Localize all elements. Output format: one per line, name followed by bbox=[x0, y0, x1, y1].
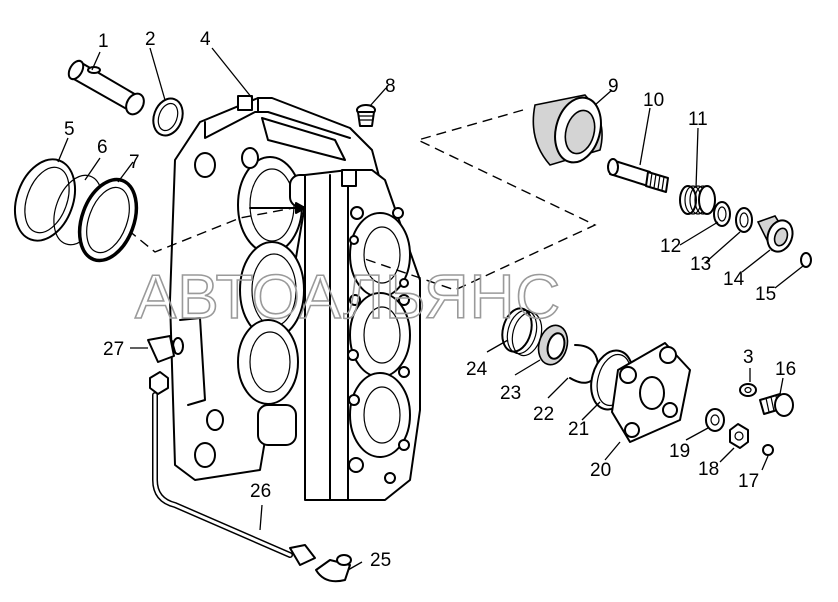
washer-12 bbox=[713, 201, 731, 227]
washer-19 bbox=[705, 408, 725, 432]
callout-16: 16 bbox=[775, 359, 796, 380]
callout-24: 24 bbox=[466, 359, 488, 380]
callout-7: 7 bbox=[129, 152, 140, 173]
retaining-ring bbox=[152, 97, 184, 137]
bolt-16 bbox=[759, 393, 794, 417]
callout-19: 19 bbox=[669, 441, 690, 462]
seal-rings bbox=[14, 158, 139, 263]
assembly-guide-left bbox=[127, 207, 294, 253]
callout-18: 18 bbox=[698, 459, 719, 480]
guide-pin bbox=[67, 59, 145, 116]
callout-14: 14 bbox=[723, 269, 745, 290]
callout-27: 27 bbox=[103, 339, 124, 360]
callout-26: 26 bbox=[250, 481, 271, 502]
plug bbox=[356, 104, 376, 127]
callout-9: 9 bbox=[608, 76, 619, 97]
callout-2: 2 bbox=[145, 29, 156, 50]
callout-1: 1 bbox=[98, 31, 109, 52]
nipple-17 bbox=[762, 444, 774, 456]
callout-25: 25 bbox=[370, 550, 391, 571]
nut-18 bbox=[729, 423, 749, 449]
washer-13 bbox=[735, 207, 753, 233]
callout-13: 13 bbox=[690, 254, 711, 275]
callout-23: 23 bbox=[500, 383, 521, 404]
o-ring bbox=[800, 252, 812, 268]
end-cap bbox=[756, 215, 794, 253]
callout-21: 21 bbox=[568, 419, 589, 440]
piston bbox=[532, 94, 603, 166]
caliper-body bbox=[169, 95, 421, 501]
callout-8: 8 bbox=[385, 76, 396, 97]
assembly-guide-right bbox=[361, 109, 597, 291]
leader-lines bbox=[57, 47, 804, 571]
callout-17: 17 bbox=[738, 471, 759, 492]
callout-20: 20 bbox=[590, 460, 611, 481]
cover-plate bbox=[611, 342, 691, 443]
brake-line bbox=[147, 335, 352, 583]
callout-5: 5 bbox=[64, 119, 75, 140]
washer-3 bbox=[739, 383, 757, 397]
callout-11: 11 bbox=[688, 109, 708, 130]
callout-3: 3 bbox=[743, 347, 754, 368]
callout-15: 15 bbox=[755, 284, 776, 305]
adjuster-screw bbox=[607, 158, 669, 193]
callout-4: 4 bbox=[200, 29, 211, 50]
callout-10: 10 bbox=[643, 90, 664, 111]
callout-labels: 1 2 3 4 5 6 7 8 9 10 11 12 13 14 15 16 1… bbox=[64, 29, 796, 571]
callout-22: 22 bbox=[533, 404, 554, 425]
callout-6: 6 bbox=[97, 137, 108, 158]
spring bbox=[679, 185, 716, 215]
callout-12: 12 bbox=[660, 236, 681, 257]
watermark: АВТОАЛЬЯНС bbox=[135, 263, 561, 332]
